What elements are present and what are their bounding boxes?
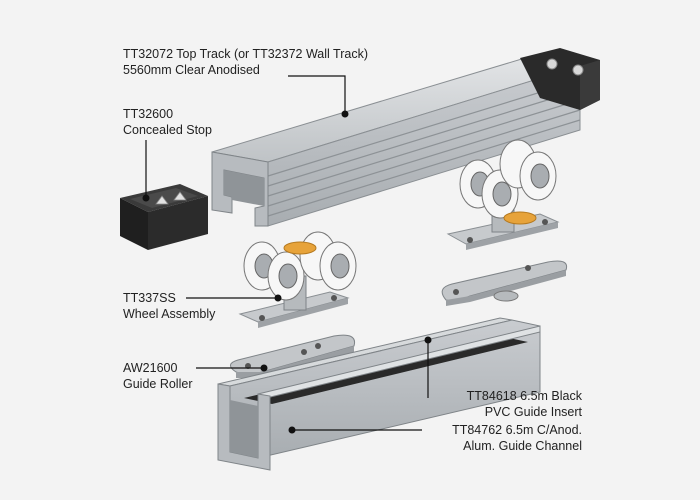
guide-channel-label-line2: Alum. Guide Channel <box>463 439 582 453</box>
wheel-label-line2: Wheel Assembly <box>123 307 216 321</box>
callout-guide-roller: AW21600 Guide Roller <box>123 361 192 391</box>
leader-lines <box>142 75 432 434</box>
top-track <box>211 57 581 227</box>
top-track-label-line1: TT32072 Top Track (or TT32372 Wall Track… <box>123 47 368 61</box>
wheel-assembly-left <box>238 231 357 328</box>
stop-label-line2: Concealed Stop <box>123 123 212 137</box>
wheel-assembly-right <box>446 139 560 250</box>
guide-roller-plate-right <box>441 260 568 306</box>
wheel-label-line1: TT337SS <box>123 291 176 305</box>
callout-wheel-assembly: TT337SS Wheel Assembly <box>123 291 216 321</box>
guide-roller-label-line1: AW21600 <box>123 361 177 375</box>
callout-top-track: TT32072 Top Track (or TT32372 Wall Track… <box>123 47 368 77</box>
callout-guide-channel: TT84762 6.5m C/Anod. Alum. Guide Channel <box>452 423 582 453</box>
concealed-stop <box>120 184 208 250</box>
top-track-label-line2: 5560mm Clear Anodised <box>123 63 260 77</box>
guide-insert-label-line2: PVC Guide Insert <box>485 405 583 419</box>
back-end-stop <box>520 48 600 110</box>
guide-channel <box>217 317 541 471</box>
guide-channel-label-line1: TT84762 6.5m C/Anod. <box>452 423 582 437</box>
guide-insert-label-line1: TT84618 6.5m Black <box>467 389 583 403</box>
callout-concealed-stop: TT32600 Concealed Stop <box>123 107 212 137</box>
guide-roller-label-line2: Guide Roller <box>123 377 192 391</box>
stop-label-line1: TT32600 <box>123 107 173 121</box>
callout-guide-insert: TT84618 6.5m Black PVC Guide Insert <box>467 389 583 419</box>
